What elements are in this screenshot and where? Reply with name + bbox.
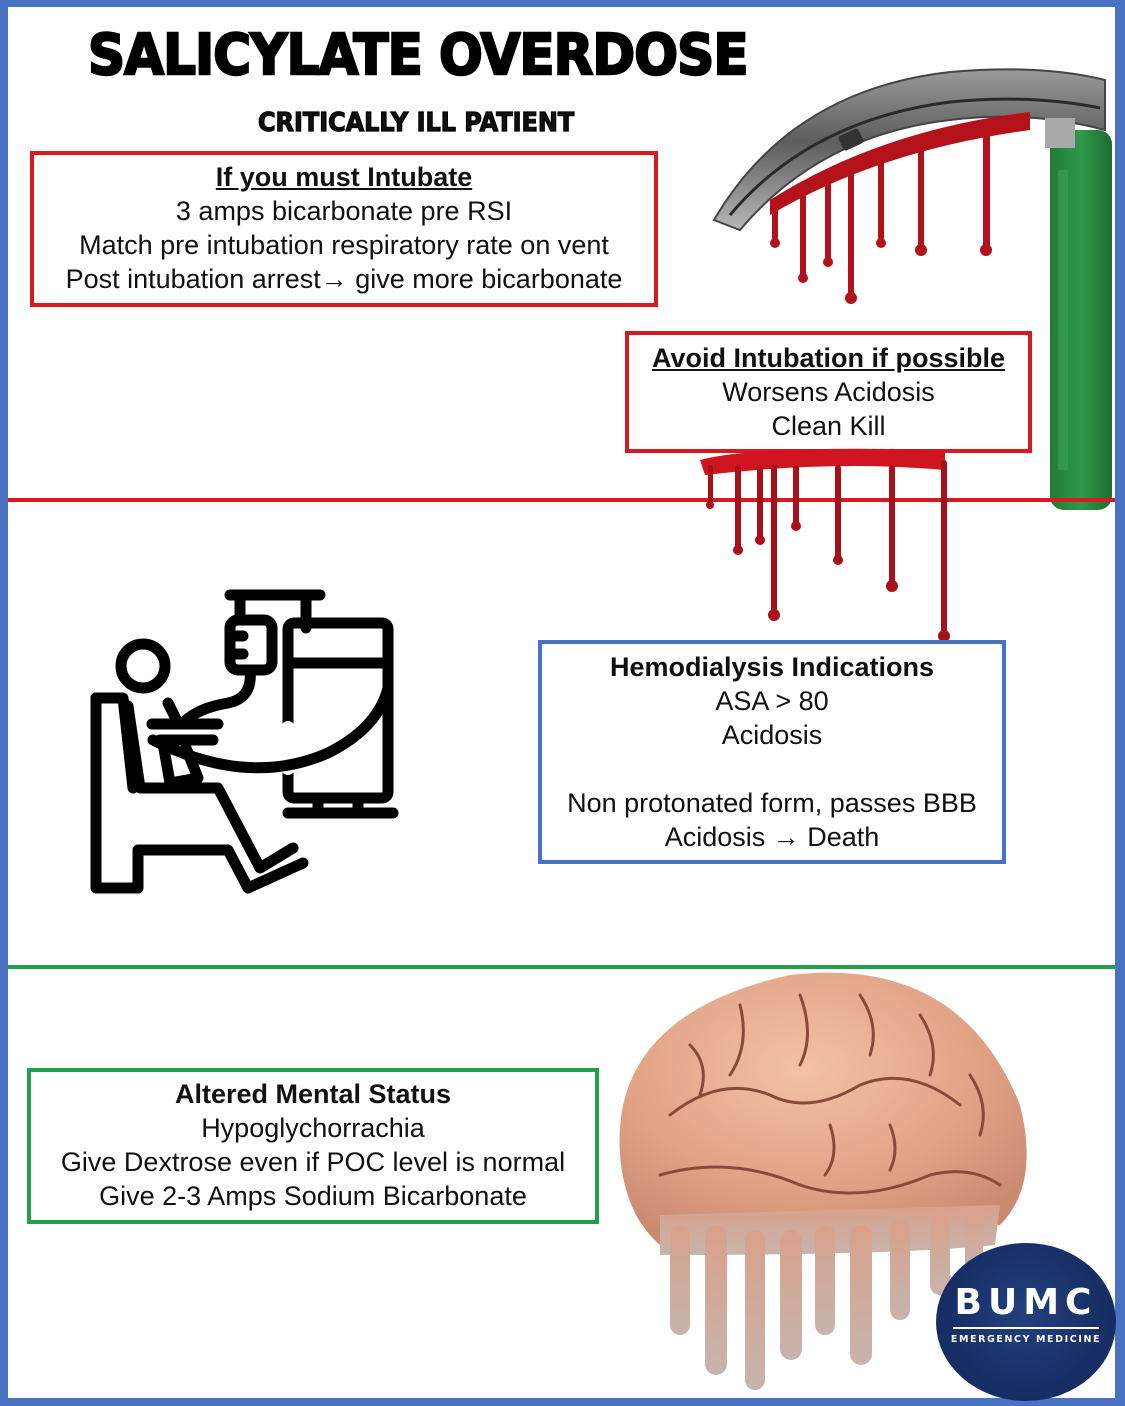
hemodialysis-heading: Hemodialysis Indications <box>609 652 935 682</box>
logo-tagline: EMERGENCY MEDICINE <box>950 1334 1102 1345</box>
ams-line: Give 2-3 Amps Sodium Bicarbonate <box>99 1181 527 1211</box>
ams-box: Altered Mental Status Hypoglychorrachia … <box>27 1068 599 1224</box>
hemodialysis-line: Acidosis → Death <box>664 822 880 852</box>
avoid-line: Clean Kill <box>771 411 886 441</box>
ams-line: Give Dextrose even if POC level is norma… <box>60 1147 566 1177</box>
page-subtitle: CRITICALLY ILL PATIENT <box>257 108 575 138</box>
intubate-box: If you must Intubate 3 amps bicarbonate … <box>30 151 658 307</box>
melting-brain-icon <box>619 972 1027 1390</box>
hemodialysis-box: Hemodialysis Indications ASA > 80 Acidos… <box>538 640 1006 864</box>
hemodialysis-line: Acidosis <box>721 720 823 750</box>
intubate-line: 3 amps bicarbonate pre RSI <box>175 196 513 226</box>
section-divider-green <box>8 965 1115 969</box>
hemodialysis-spacer <box>542 752 1002 786</box>
avoid-line: Worsens Acidosis <box>722 377 935 407</box>
intubate-line: Post intubation arrest→ give more bicarb… <box>65 264 623 294</box>
laryngoscope-icon <box>712 68 1112 510</box>
ams-line: Hypoglychorrachia <box>201 1113 425 1143</box>
blood-drips-upper <box>770 112 1030 304</box>
avoid-intubation-box: Avoid Intubation if possible Worsens Aci… <box>625 331 1032 453</box>
intubate-heading: If you must Intubate <box>215 162 473 192</box>
ams-heading: Altered Mental Status <box>174 1079 452 1109</box>
dialysis-patient-icon <box>90 589 399 894</box>
laryngoscope-handle <box>1050 130 1112 510</box>
intubate-line: Match pre intubation respiratory rate on… <box>79 230 609 260</box>
bumc-logo: BUMC EMERGENCY MEDICINE <box>936 1243 1116 1401</box>
page-title: SALICYLATE OVERDOSE <box>87 23 750 88</box>
avoid-heading: Avoid Intubation if possible <box>652 343 1005 373</box>
section-divider-red <box>8 498 1115 502</box>
logo-rule <box>953 1327 1099 1329</box>
hemodialysis-line: Non protonated form, passes BBB <box>567 788 977 818</box>
blood-drips-icon <box>700 448 950 642</box>
hemodialysis-line: ASA > 80 <box>715 686 829 716</box>
logo-brand: BUMC <box>954 1282 1098 1323</box>
